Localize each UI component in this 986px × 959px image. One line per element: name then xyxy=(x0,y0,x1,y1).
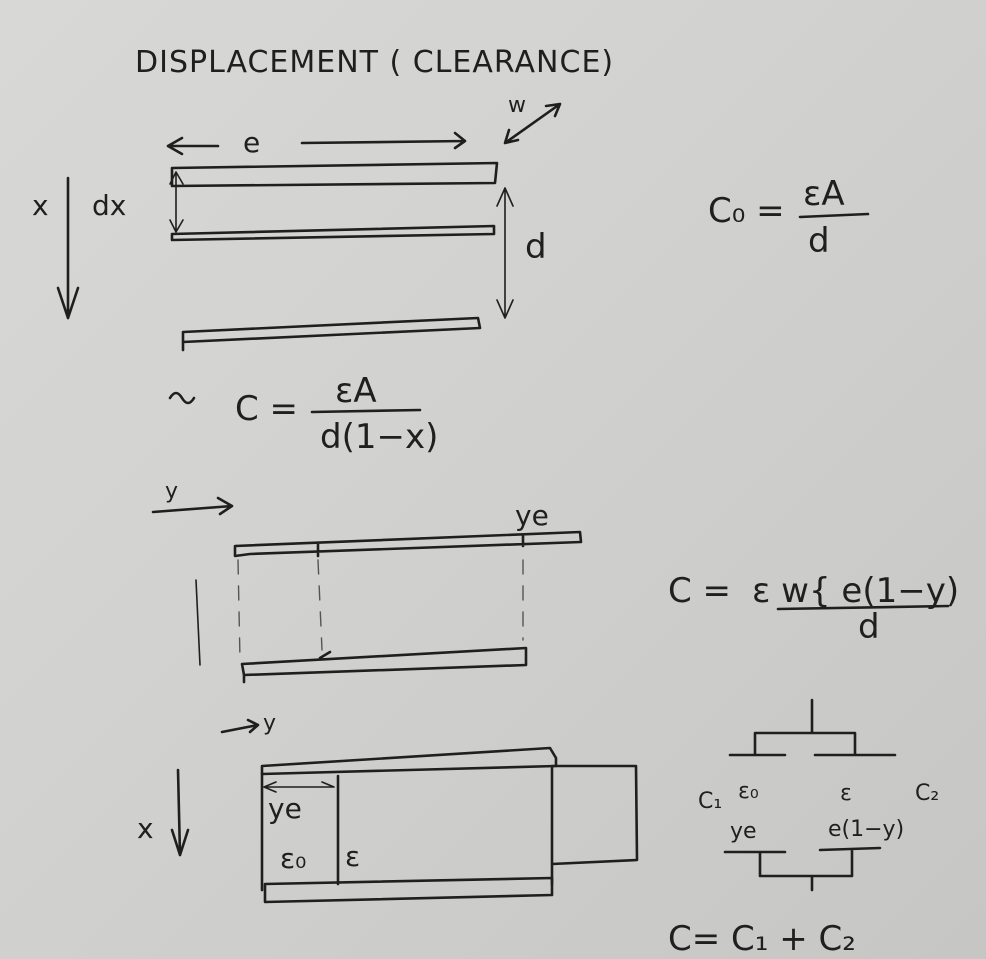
circuit-top xyxy=(728,698,897,757)
label-ye: ye xyxy=(268,792,302,825)
e1y-label: e(1−y) xyxy=(828,817,904,842)
label-x: x xyxy=(32,189,49,222)
eps0-label: ε₀ xyxy=(738,779,759,804)
formula-c-num: εA xyxy=(335,371,377,411)
fraction-bar xyxy=(798,212,870,219)
label-dx: dx xyxy=(92,189,126,222)
x-arrow xyxy=(170,768,190,857)
label-eps0: ε₀ xyxy=(280,842,306,875)
title: DISPLACEMENT ( CLEARANCE) xyxy=(135,45,614,80)
bottom-plate xyxy=(240,646,528,684)
formula-lhs: C = xyxy=(668,571,731,611)
label-y: y xyxy=(263,711,276,736)
dashed-guides xyxy=(237,559,524,661)
formula-c0-lhs: C₀ = xyxy=(708,191,785,231)
formula-den: d xyxy=(858,607,880,647)
top-plate xyxy=(170,161,499,188)
x-arrow xyxy=(56,176,80,320)
w-arrow xyxy=(503,102,562,145)
top-plate xyxy=(233,530,583,558)
y-arrow xyxy=(220,718,260,734)
fraction-bar xyxy=(776,604,950,611)
ye-label: ye xyxy=(730,819,757,844)
bottom-plate xyxy=(181,316,482,352)
formula-c-den: d(1−x) xyxy=(320,417,438,457)
diagram-dielectric: y x ye ε₀ ε C₁ ε₀ ε C₂ ye e(1−y) C= C₁ +… xyxy=(137,698,939,959)
top-plate xyxy=(260,746,558,776)
label-e: e xyxy=(243,126,260,159)
dx-arrow xyxy=(169,171,184,233)
moved-plate xyxy=(170,224,496,242)
label-d: d xyxy=(525,227,547,267)
formula-num: ε w{ e(1−y) xyxy=(752,571,959,611)
d-arrow xyxy=(496,187,514,319)
y-arrow xyxy=(151,496,234,516)
e-arrow-left xyxy=(166,136,220,156)
label-ye: ye xyxy=(515,499,549,532)
eps-label: ε xyxy=(840,781,852,806)
e-arrow-right xyxy=(300,131,467,150)
label-y: y xyxy=(165,479,178,504)
label-eps: ε xyxy=(345,840,360,873)
label-x: x xyxy=(137,812,154,845)
formula-c0-den: d xyxy=(808,221,830,261)
scribble xyxy=(168,391,196,405)
bottom-plate xyxy=(263,876,554,904)
gap-mark xyxy=(195,579,201,666)
label-w: w xyxy=(508,93,526,118)
c1-label: C₁ xyxy=(698,789,722,814)
formula-c0-num: εA xyxy=(803,174,845,214)
diagram-parallel-plates: e w dx x d C₀ = εA d C = εA d(1−x) xyxy=(32,93,870,457)
plate-body xyxy=(260,764,639,892)
fraction-bar xyxy=(310,408,422,414)
circuit-bottom xyxy=(723,846,882,892)
formula-sum: C= C₁ + C₂ xyxy=(668,919,856,959)
diagram-sliding-plates: y ye C = ε w{ e(1−y) d xyxy=(151,479,959,684)
ye-arrow xyxy=(263,781,335,793)
c2-label: C₂ xyxy=(915,781,939,806)
equivalent-circuit: C₁ ε₀ ε C₂ ye e(1−y) xyxy=(698,698,939,892)
formula-c-lhs: C = xyxy=(235,389,298,429)
